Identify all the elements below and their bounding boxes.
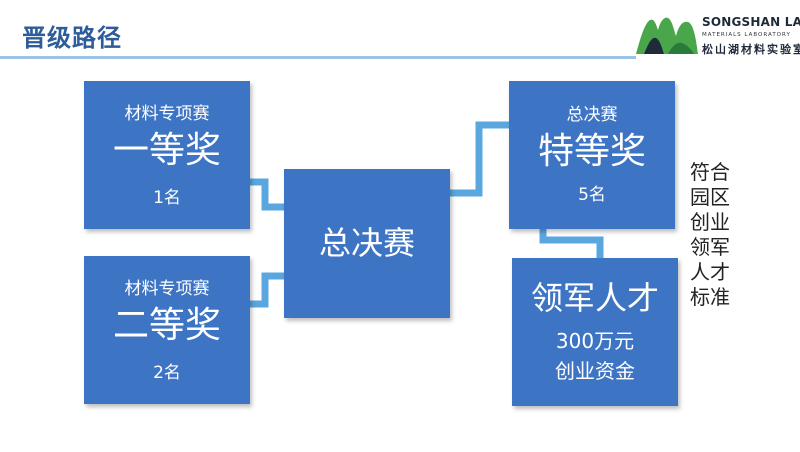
second-prize-count: 2名	[153, 362, 181, 383]
first-prize-award: 一等奖	[112, 129, 221, 171]
side-note: 符合 园区 创业 领军 人才 标准	[690, 160, 730, 310]
side-note-line: 人才	[690, 260, 730, 284]
leader-funding: 创业资金	[555, 358, 635, 383]
leader-amount: 300万元	[555, 328, 635, 353]
first-prize-box: 材料专项赛 一等奖 1名	[84, 81, 250, 229]
side-note-line: 符合	[690, 160, 730, 184]
arrow-second-to-final	[250, 271, 304, 308]
arrow-final-to-special	[425, 120, 529, 197]
page-title: 晋级路径	[22, 24, 122, 52]
logo-name-en: SONGSHAN LAKE	[702, 15, 800, 29]
leader-talent-box: 领军人才 300万元 创业资金	[512, 258, 678, 406]
mountain-logo-icon	[636, 17, 698, 54]
logo-name-cn: 松山湖材料实验室	[702, 43, 800, 56]
special-prize-award: 特等奖	[537, 130, 646, 172]
arrow-first-to-final	[250, 178, 304, 212]
final-box: 总决赛	[284, 169, 450, 318]
second-prize-award: 二等奖	[112, 304, 221, 346]
leader-title: 领军人才	[530, 279, 659, 318]
title-divider	[0, 56, 636, 59]
second-prize-box: 材料专项赛 二等奖 2名	[84, 256, 250, 404]
second-prize-category: 材料专项赛	[124, 279, 210, 300]
logo-subtitle-en: MATERIALS LABORATORY	[702, 32, 791, 38]
first-prize-count: 1名	[153, 187, 181, 208]
special-prize-box: 总决赛 特等奖 5名	[509, 81, 675, 229]
special-prize-category: 总决赛	[566, 105, 618, 126]
side-note-line: 园区	[690, 185, 730, 209]
first-prize-category: 材料专项赛	[124, 104, 210, 125]
side-note-line: 创业	[690, 210, 730, 234]
side-note-line: 领军	[690, 235, 730, 259]
special-prize-count: 5名	[578, 184, 606, 205]
final-label: 总决赛	[318, 223, 415, 262]
lab-logo: SONGSHAN LAKE MATERIALS LABORATORY 松山湖材料…	[630, 8, 800, 58]
side-note-line: 标准	[690, 285, 730, 309]
